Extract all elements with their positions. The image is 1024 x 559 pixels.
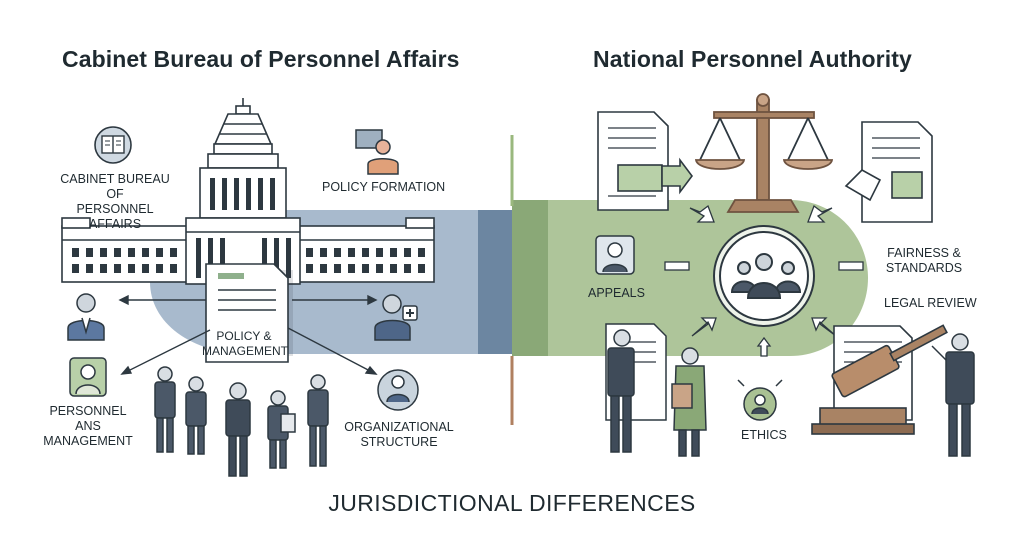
- personnel-icon: [69, 357, 107, 397]
- policy-document-icon: [205, 263, 293, 363]
- policy-formation-label: POLICY FORMATION: [322, 180, 446, 194]
- group-icon: [377, 369, 419, 411]
- left-title: Cabinet Bureau of Personnel Affairs: [62, 46, 460, 72]
- right-title: National Personnel Authority: [593, 46, 912, 72]
- gavel-icon: [811, 324, 948, 435]
- arrow-icon: [664, 204, 864, 357]
- book-icon: [94, 126, 132, 164]
- person-icon: [595, 235, 635, 275]
- handshake-document-icon: [844, 121, 933, 223]
- personnel-management-label: PERSONNEL ANS MANAGEMENT: [43, 404, 133, 448]
- presenter-icon: [355, 129, 399, 175]
- ethics-label: ETHICS: [741, 428, 787, 442]
- parliament-building-icon: [61, 98, 435, 285]
- person-icon: [67, 293, 105, 341]
- cabinet-bureau-label: CABINET BUREAU OF PERSONNEL AFFAIRS: [60, 172, 170, 231]
- person-icon: [931, 333, 975, 457]
- policy-management-label: POLICY & MANAGEMENT: [202, 329, 289, 358]
- people-group-icon: [713, 225, 815, 327]
- people-group-icon: [605, 323, 707, 457]
- document-icon: [597, 111, 693, 211]
- ethics-icon: [737, 379, 783, 421]
- medical-staff-icon: [374, 294, 418, 341]
- people-group-icon: [154, 366, 329, 477]
- organizational-structure-label: ORGANIZATIONAL STRUCTURE: [344, 420, 454, 449]
- legal-review-label: LEGAL REVIEW: [884, 296, 977, 310]
- scales-of-justice-icon: [694, 93, 834, 213]
- footer-caption: JURISDICTIONAL DIFFERENCES: [328, 490, 696, 516]
- arrow-icon: [118, 294, 378, 375]
- fairness-standards-label: FAIRNESS & STANDARDS: [885, 246, 963, 275]
- appeals-label: APPEALS: [588, 286, 645, 300]
